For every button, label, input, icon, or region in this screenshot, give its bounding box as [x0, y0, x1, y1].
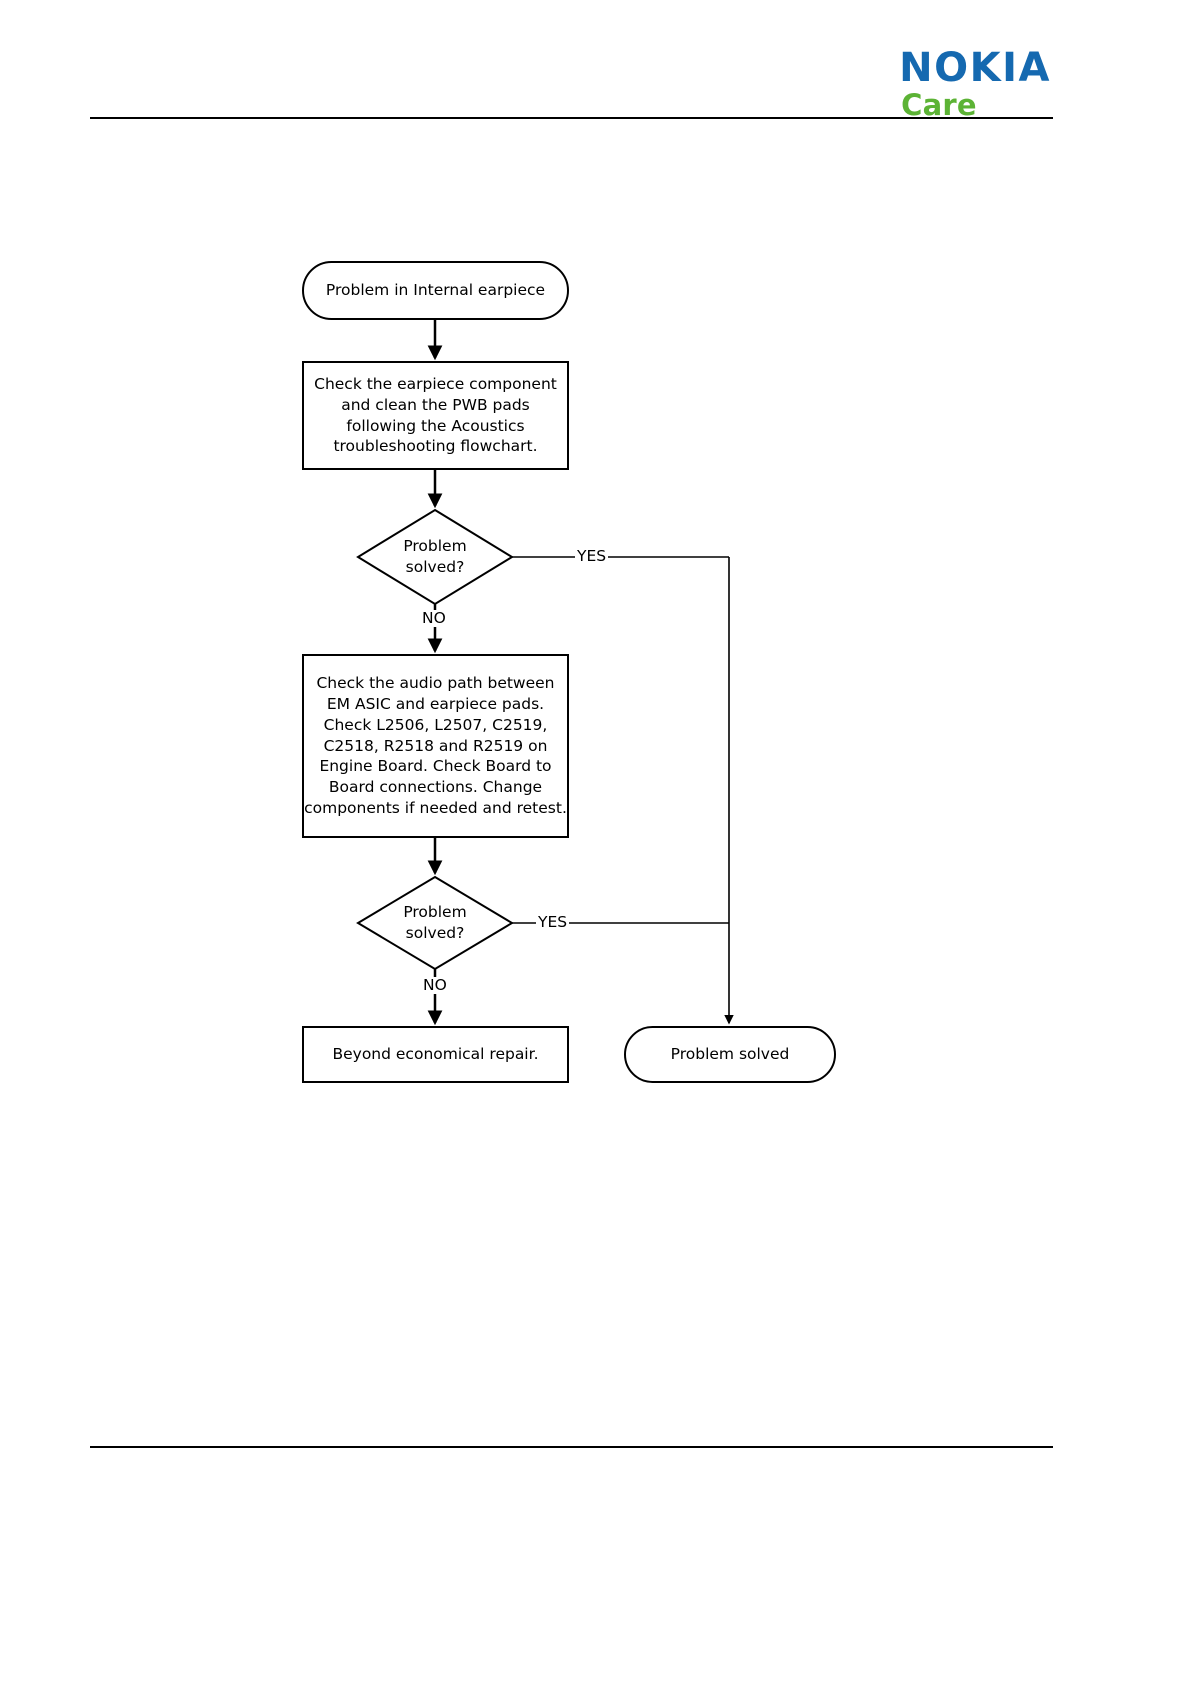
footer-divider-rule [90, 1446, 1053, 1448]
edge-label-no-1: NO [420, 609, 448, 628]
nokia-wordmark: NOKIA [899, 45, 1051, 91]
edge-label-yes-1: YES [575, 547, 609, 566]
header-divider-rule [90, 117, 1053, 119]
nokia-care-logo: NOKIA Care [899, 48, 1051, 120]
page-header: NOKIA Care [0, 0, 1191, 130]
edge-label-yes-2: YES [536, 913, 570, 932]
edge-label-no-2: NO [421, 976, 449, 995]
care-wordmark: Care [901, 88, 977, 122]
